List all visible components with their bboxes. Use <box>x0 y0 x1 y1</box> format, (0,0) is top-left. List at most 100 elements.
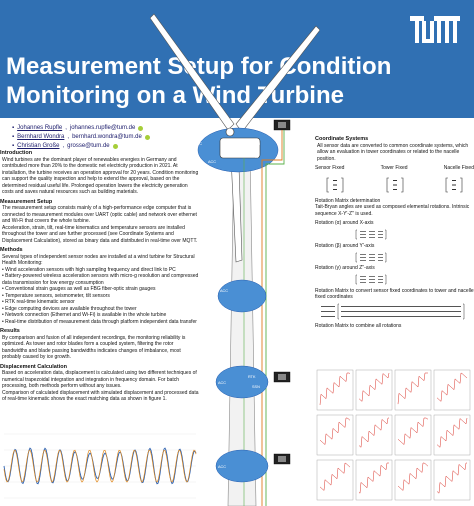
displacement-graph <box>0 424 200 506</box>
author-name[interactable]: Christian Große <box>17 143 60 149</box>
base-edge-screen <box>278 456 286 462</box>
results-heading: Results <box>0 328 20 334</box>
plot-panel <box>394 369 432 411</box>
cable-bundle <box>243 130 285 506</box>
author-name[interactable]: Bernhard Wondra <box>17 134 65 140</box>
author-email[interactable]: grosse@tum.de <box>67 143 110 149</box>
base-tower-sensor-zone <box>215 449 269 483</box>
coordinate-systems-heading: Coordinate Systems <box>315 136 369 142</box>
label-acc-nacelle: ACC <box>208 160 216 164</box>
plot-trace <box>436 372 468 402</box>
rotation-z-label: Rotation (γ) around Z''-axis <box>315 265 375 271</box>
left-column: Introduction Wind turbines are the domin… <box>0 150 200 403</box>
list-item: RTK real-time kinematic sensor <box>2 299 200 306</box>
introduction-text: Wind turbines are the dominant player of… <box>2 156 199 196</box>
list-item: Battery-powered wireless acceleration se… <box>2 273 200 286</box>
rotation-x-label: Rotation (α) around X-axis <box>315 220 374 226</box>
plot-trace <box>397 372 428 405</box>
author-row: ▪ Johannes Rupfle, johannes.rupfle@tum.d… <box>12 124 150 133</box>
author-row: ▪ Christian Große, grosse@tum.de <box>12 142 150 151</box>
vector-icon <box>386 177 403 192</box>
user-icon: ▪ <box>12 125 15 131</box>
plot-panel <box>355 369 393 411</box>
list-item: Conventional strain gauges as well as FB… <box>2 286 200 293</box>
author-email[interactable]: johannes.rupfle@tum.de <box>69 125 136 131</box>
edge-computer-screen <box>278 122 286 128</box>
plot-trace <box>436 417 468 448</box>
rotation-y-label: Rotation (β) around Y'-axis <box>315 242 375 249</box>
user-icon: ▪ <box>12 134 15 140</box>
plot-trace <box>319 372 351 406</box>
list-item: Edge computing devices are available thr… <box>2 306 200 313</box>
measurement-setup-text-1: The measurement setup consists mainly of… <box>2 205 197 224</box>
displacement-text-2: Comparison of calculated displacement wi… <box>2 389 199 403</box>
convert-text: Rotation Matrix to convert sensor fixed … <box>315 287 474 301</box>
plot-panel <box>433 369 471 411</box>
conversion-equation-icon <box>321 303 465 320</box>
label-acc-lower: ACC <box>218 381 226 385</box>
signal-line-orange <box>3 449 197 483</box>
matrix-equation-icon <box>355 274 387 285</box>
vector-icon <box>326 177 344 192</box>
methods-list: Wind acceleration sensors with high samp… <box>2 267 200 326</box>
plot-trace <box>358 417 389 448</box>
frame-labels: Sensor Fixed Tower Fixed Nacelle Fixed <box>315 165 474 172</box>
rotation-text: Tait-Bryan angles are used as composed e… <box>315 204 470 217</box>
frame-label: Sensor Fixed <box>315 165 345 171</box>
frame-vectors <box>315 175 474 195</box>
displacement-heading: Displacement Calculation <box>0 363 67 370</box>
list-item: Temperature sensors, seismometer, tilt s… <box>2 293 200 300</box>
poster-header: Measurement Setup for Condition Monitori… <box>0 0 474 118</box>
list-item: Network connection (Ethernet and Wi-Fi) … <box>2 312 200 319</box>
plot-trace <box>358 372 390 402</box>
nacelle-body <box>219 137 261 159</box>
label-rtk: RTK <box>248 375 256 379</box>
methods-intro: Several types of independent sensor node… <box>2 253 195 267</box>
plot-panel <box>394 414 432 456</box>
lower-tower-sensor-zone <box>215 365 269 399</box>
measurement-setup-heading: Measurement Setup <box>0 198 53 205</box>
rotor-hub <box>225 127 235 137</box>
plot-panel <box>355 459 393 501</box>
list-item: Real-time distribution of measurement da… <box>2 319 200 326</box>
graph-grid <box>4 433 196 499</box>
label-tl-top: TL <box>254 155 258 159</box>
plot-panel <box>394 459 432 501</box>
plot-trace <box>397 417 429 446</box>
author-email[interactable]: bernhard.wondra@tum.de <box>72 134 142 140</box>
author-list: ▪ Johannes Rupfle, johannes.rupfle@tum.d… <box>12 124 150 151</box>
vector-icon <box>445 177 463 192</box>
plot-panel <box>316 369 354 411</box>
displacement-text-1: Based on acceleration data, displacement… <box>2 370 197 389</box>
title-line-2: Monitoring on a Wind Turbine <box>6 82 344 109</box>
label-acc-base: ACC <box>218 465 226 469</box>
mid-tower-sensor-zone <box>217 279 267 313</box>
author-name[interactable]: Johannes Rupfle <box>17 125 63 131</box>
matrix-equation-icon <box>355 229 387 240</box>
right-column: Coordinate Systems All sensor data are c… <box>315 136 474 329</box>
results-text: By comparison and fusion of all independ… <box>2 334 186 361</box>
rotor-blade-left <box>150 13 235 131</box>
combine-text: Rotation Matrix to combine all rotations <box>315 322 402 329</box>
author-row: ▪ Bernhard Wondra, bernhard.wondra@tum.d… <box>12 133 150 142</box>
orcid-icon[interactable] <box>112 144 118 149</box>
methods-heading: Methods <box>0 247 23 253</box>
label-acc-mid: ACC <box>220 289 228 293</box>
plot-panel <box>316 459 354 501</box>
plot-trace <box>319 462 351 492</box>
list-item: Wind acceleration sensors with high samp… <box>2 267 200 274</box>
rotor-blade-right <box>235 25 320 133</box>
frame-label: Nacelle Fixed <box>443 165 474 171</box>
orcid-icon[interactable] <box>138 126 144 131</box>
plot-trace <box>436 462 467 494</box>
plot-trace <box>358 462 389 494</box>
matrix-equation-icon <box>355 252 387 262</box>
lower-edge-screen <box>278 374 286 380</box>
coordinate-systems-text: All sensor data are converted to common … <box>317 142 469 162</box>
rotation-plots-grid <box>316 369 471 501</box>
measurement-setup-text-2: Acceleration, strain, tilt, real-time ki… <box>2 224 198 244</box>
tum-logo-icon <box>410 16 460 43</box>
orcid-icon[interactable] <box>144 135 150 140</box>
label-ssn: SSN <box>252 385 260 389</box>
user-icon: ▪ <box>12 143 15 149</box>
